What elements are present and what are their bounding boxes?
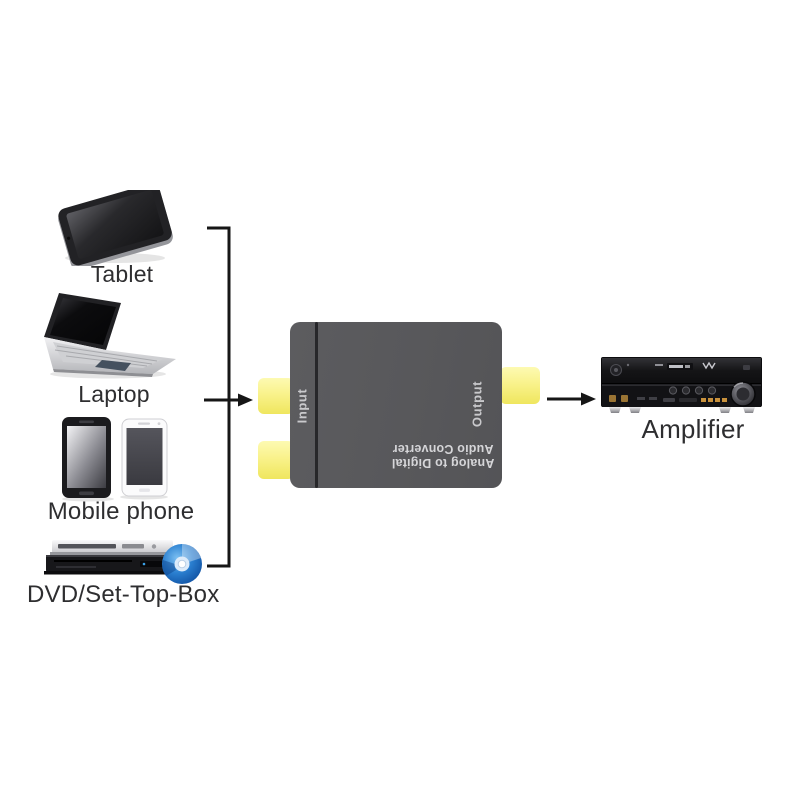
mobile-phone-icon bbox=[62, 417, 168, 502]
devices-bracket-line bbox=[207, 226, 231, 568]
converter-lid-seam bbox=[315, 322, 318, 488]
converter-input-label: Input bbox=[294, 388, 310, 424]
amplifier-icon bbox=[601, 357, 762, 413]
tablet-label: Tablet bbox=[90, 261, 154, 287]
mobile-phone-label: Mobile phone bbox=[47, 498, 195, 525]
rca-input-jack-1-icon bbox=[258, 378, 294, 414]
dvd-set-top-box-icon bbox=[44, 540, 202, 584]
cd-disc-icon bbox=[162, 544, 202, 584]
output-jack-icon bbox=[500, 367, 540, 404]
laptop-icon bbox=[44, 293, 176, 379]
converter-title-line2: Audio Converter bbox=[392, 442, 494, 456]
converter-output-label: Output bbox=[469, 380, 485, 428]
rca-input-jack-2-icon bbox=[258, 441, 294, 479]
dvd-set-top-box-label: DVD/Set-Top-Box bbox=[27, 581, 220, 608]
converter-box: Input Output Analog to Digital Audio Con… bbox=[290, 322, 502, 488]
converter-title: Analog to Digital Audio Converter bbox=[392, 442, 495, 470]
output-arrowhead-icon bbox=[581, 392, 596, 406]
amplifier-label: Amplifier bbox=[641, 414, 745, 444]
input-arrowhead-icon bbox=[238, 393, 253, 407]
laptop-label: Laptop bbox=[78, 381, 150, 407]
tablet-icon bbox=[58, 190, 173, 266]
converter-title-line1: Analog to Digital bbox=[391, 456, 495, 470]
